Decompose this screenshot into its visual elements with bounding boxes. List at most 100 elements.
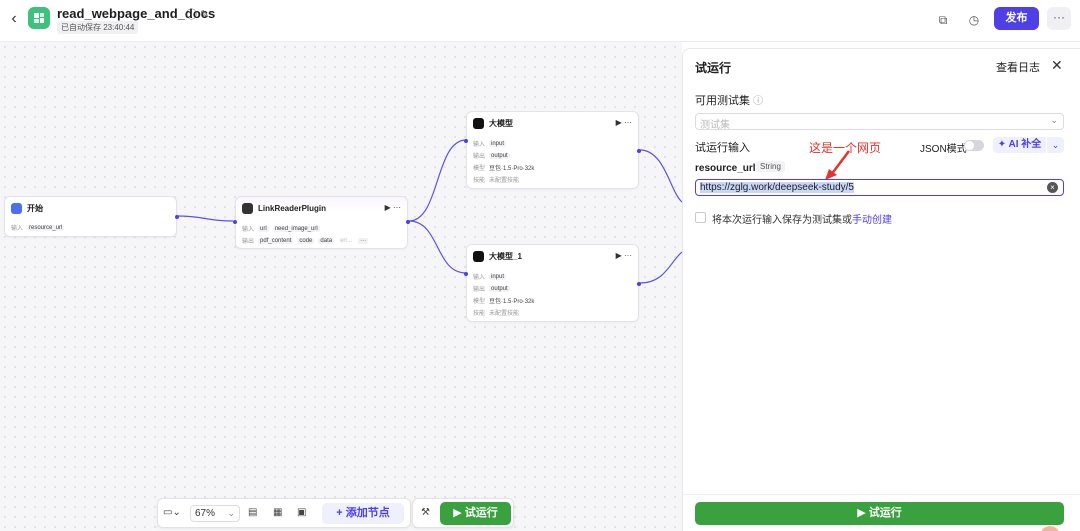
llm-icon [473, 251, 484, 262]
node-start[interactable]: 开始 输入 resource_url [4, 196, 179, 237]
node-plugin-header: LinkReaderPlugin [242, 203, 326, 214]
input-label: 输入 [11, 226, 24, 232]
manual-create-link[interactable]: 手动创建 [852, 215, 892, 226]
edge-layer [176, 139, 682, 284]
llm-skill-row: 技能 未配置技能 [473, 308, 519, 317]
plugin-icon [242, 203, 253, 214]
node-llm-actions[interactable]: ▶ ··· [615, 118, 632, 127]
close-icon[interactable]: ✕ [1051, 57, 1063, 73]
json-mode-label: JSON模式 [920, 144, 967, 155]
start-icon [11, 203, 22, 214]
node-start-title: 开始 [27, 204, 43, 213]
chevron-down-icon: ⌄ [1050, 115, 1058, 125]
testset-label-text: 可用测试集 [695, 95, 750, 107]
resource-url-input[interactable]: https://zglg.work/deepseek-study/5 × [695, 179, 1064, 196]
output-port[interactable] [175, 215, 179, 219]
input-tag: resource_url [27, 224, 65, 231]
output-tag: output [489, 152, 510, 159]
node-plugin-output-row: 输出 pdf_content code data err... ··· [242, 236, 369, 245]
wrench-icon[interactable]: ⚒ [421, 507, 430, 518]
node-start-header: 开始 [11, 203, 43, 214]
node-link-reader-plugin[interactable]: LinkReaderPlugin ▶ ··· 输入 url need_image… [233, 196, 410, 249]
input-label: 输入 [242, 227, 255, 233]
more-outputs-button[interactable]: ··· [358, 237, 369, 244]
panel-title: 试运行 [695, 61, 732, 75]
input-tag: need_image_url [272, 225, 320, 232]
llm-icon [473, 118, 484, 129]
zoom-select[interactable]: 67%⌄ [190, 505, 240, 522]
publish-button[interactable]: 发布 [994, 7, 1039, 30]
test-run-button[interactable]: ▶ 试运行 [440, 502, 511, 525]
ai-fill-button[interactable]: ✦ AI 补全 [993, 137, 1046, 153]
layout-icon[interactable]: ▦ [273, 507, 283, 518]
output-tag: code [297, 237, 315, 244]
minimap-icon[interactable]: ▭⌄ [163, 507, 181, 518]
save-testset-text: 将本次运行输入保存为测试集或手动创建 [712, 211, 892, 226]
llm-model-row: 模型 豆包·1.5·Pro·32k [473, 296, 534, 305]
fit-view-icon[interactable]: ▣ [297, 507, 307, 518]
input-port[interactable] [464, 139, 468, 143]
testset-select[interactable]: 测试集 ⌄ [695, 113, 1064, 131]
annotation-arrow [825, 150, 850, 180]
input-tag: input [489, 140, 507, 147]
toggle-knob [965, 141, 974, 150]
autosave-badge: 已自动保存 23:40:44 [57, 21, 139, 34]
input-port[interactable] [464, 272, 468, 276]
output-tag: data [318, 237, 335, 244]
save-testset-checkbox[interactable] [695, 212, 706, 223]
output-port[interactable] [406, 220, 410, 224]
chevron-down-icon: ⌄ [227, 508, 235, 518]
annotation-text: 这是一个网页 [809, 141, 882, 155]
field-name-text: resource_url [695, 163, 756, 174]
testset-label: 可用测试集 ⓘ [695, 92, 763, 108]
llm-input-row: 输入 input [473, 272, 507, 281]
node-plugin-actions[interactable]: ▶ ··· [384, 203, 401, 212]
node-llm[interactable]: 大模型 ▶ ··· 输入 input 输出 output 模型 豆包·1.5·P… [464, 111, 641, 189]
skill-label: 技能 [473, 178, 486, 184]
copy-icon[interactable]: ⧉ [938, 13, 948, 27]
run-input-label: 试运行输入 [695, 142, 750, 154]
comment-icon[interactable]: ▤ [248, 507, 258, 518]
info-edit-icons[interactable]: ⓘ ✎ [186, 9, 210, 21]
input-port[interactable] [233, 220, 237, 224]
view-log-button[interactable]: 查看日志 [996, 62, 1040, 74]
output-tag: output [489, 285, 510, 292]
node-llm-header: 大模型 [473, 118, 513, 129]
panel-run-button[interactable]: ▶ 试运行 [695, 502, 1064, 525]
model-name: 豆包·1.5·Pro·32k [489, 299, 535, 305]
input-label: 输入 [473, 142, 486, 148]
history-icon[interactable]: ◷ [968, 13, 980, 27]
url-value: https://zglg.work/deepseek-study/5 [700, 182, 854, 193]
output-tag: err... [340, 237, 353, 244]
node-llm-1-title: 大模型_1 [489, 252, 522, 261]
output-label: 输出 [473, 287, 486, 293]
output-port[interactable] [637, 149, 641, 153]
llm-input-row: 输入 input [473, 139, 507, 148]
app-title: read_webpage_and_docs [57, 6, 216, 21]
node-llm-1-actions[interactable]: ▶ ··· [615, 251, 632, 260]
llm-model-row: 模型 豆包·1.5·Pro·32k [473, 163, 534, 172]
add-node-button[interactable]: + 添加节点 [322, 503, 404, 524]
model-name: 豆包·1.5·Pro·32k [489, 166, 535, 172]
input-label: 输入 [473, 275, 486, 281]
output-label: 输出 [473, 154, 486, 160]
ai-fill-dropdown[interactable]: ⌄ [1047, 137, 1064, 153]
field-type-badge: String [756, 161, 785, 172]
test-run-panel: 试运行 查看日志 ✕ 可用测试集 ⓘ 测试集 ⌄ 试运行输入 JSON模式 ✦ … [682, 48, 1080, 531]
clear-icon[interactable]: × [1047, 182, 1058, 193]
workflow-canvas[interactable]: 开始 输入 resource_url LinkReaderPlugin ▶ ··… [0, 42, 682, 531]
input-tag: input [489, 273, 507, 280]
skill-value: 未配置技能 [489, 178, 520, 184]
output-port[interactable] [637, 282, 641, 286]
output-tag: pdf_content [258, 237, 294, 244]
llm-output-row: 输出 output [473, 151, 510, 160]
node-llm-title: 大模型 [489, 119, 513, 128]
node-plugin-input-row: 输入 url need_image_url [242, 224, 320, 233]
json-mode-toggle[interactable] [964, 140, 984, 151]
node-llm-1[interactable]: 大模型_1 ▶ ··· 输入 input 输出 output 模型 豆包·1.5… [464, 244, 641, 322]
testset-placeholder: 测试集 [700, 120, 730, 131]
node-start-input-row: 输入 resource_url [11, 223, 65, 232]
more-menu-button[interactable]: ··· [1047, 7, 1071, 30]
back-arrow-icon[interactable]: ‹ [11, 10, 17, 27]
info-icon[interactable]: ⓘ [753, 96, 764, 107]
